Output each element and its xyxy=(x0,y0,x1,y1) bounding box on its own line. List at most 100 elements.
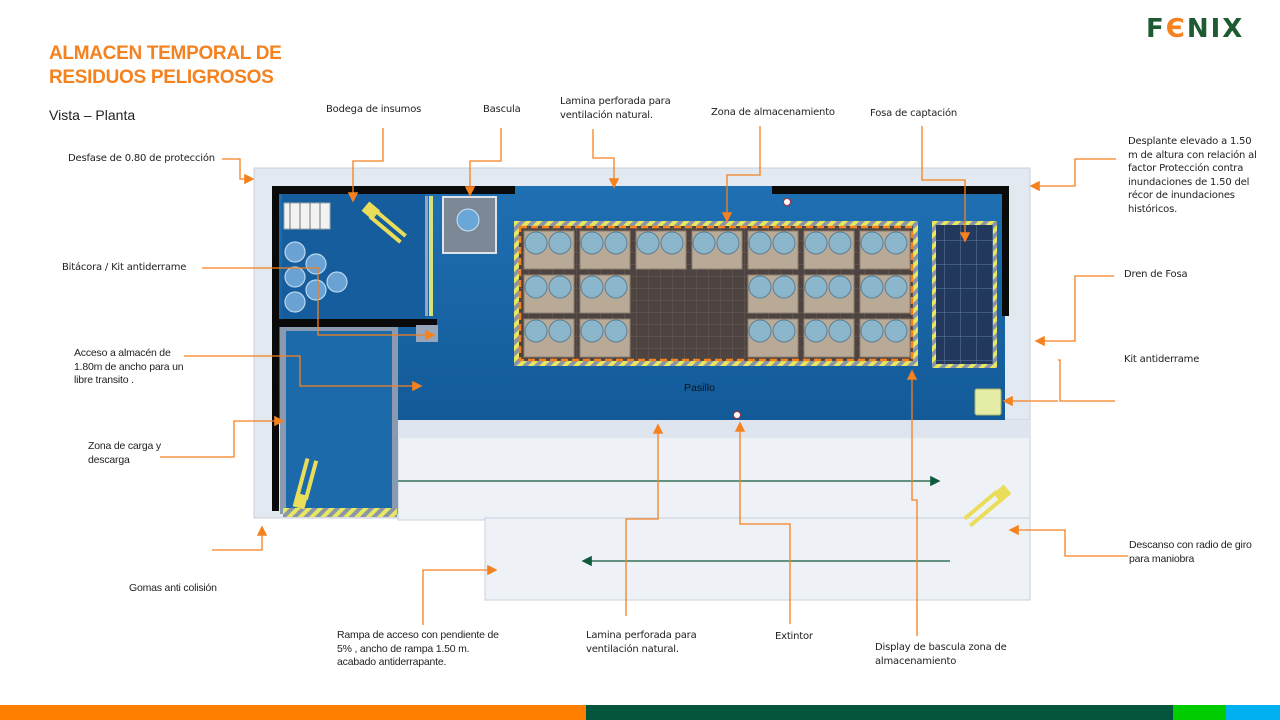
drum xyxy=(604,275,628,299)
drum xyxy=(884,275,908,299)
aisle-label: Pasillo xyxy=(684,382,715,394)
footer-bar-orange xyxy=(0,705,586,720)
footer-bar-dark-green xyxy=(586,705,1173,720)
leader-lamina-bottom xyxy=(625,423,664,616)
label-bitacora: Bitácora / Kit antiderrame xyxy=(62,262,187,273)
drum xyxy=(548,231,572,255)
label-lamina-bottom-line2: ventilación natural. xyxy=(586,643,679,655)
drum xyxy=(580,275,604,299)
drum xyxy=(772,231,796,255)
wall-left xyxy=(272,186,279,511)
drum xyxy=(748,231,772,255)
storage-dashed-outline xyxy=(518,225,914,362)
leader-descanso xyxy=(1008,524,1128,557)
label-kit-antiderrame: Kit antiderrame xyxy=(1124,354,1200,365)
drum xyxy=(828,275,852,299)
leader-desfase xyxy=(222,158,255,185)
drum xyxy=(804,231,828,255)
label-rampa-line2: 5% , ancho de rampa 1.50 m. xyxy=(337,642,470,655)
leader-desplante xyxy=(1029,158,1116,192)
label-extintor: Extintor xyxy=(775,631,813,642)
drum xyxy=(660,231,684,255)
leader-lamina-top xyxy=(592,129,620,189)
label-zona-carga-line1: Zona de carga y xyxy=(88,440,161,452)
door-box xyxy=(416,325,438,342)
fosa-grid xyxy=(936,225,993,364)
label-desplante-line4: inundaciones de 1.50 del xyxy=(1128,176,1250,188)
label-acceso: Acceso a almacén de 1.80m de ancho para … xyxy=(74,347,184,388)
label-rampa: Rampa de acceso con pendiente de 5% , an… xyxy=(337,629,499,670)
leader-extintor xyxy=(734,421,791,624)
label-acceso-line1: Acceso a almacén de xyxy=(74,347,171,359)
yellow-rail xyxy=(429,196,433,316)
label-desplante-line3: factor Protección contra xyxy=(1128,163,1244,174)
view-subtitle: Vista – Planta xyxy=(49,107,136,123)
title-line-1: ALMACEN TEMPORAL DE xyxy=(49,43,282,64)
label-descanso: Descanso con radio de giro para maniobra xyxy=(1129,539,1252,566)
page-title: ALMACEN TEMPORAL DE RESIDUOS PELIGROSOS xyxy=(49,42,282,90)
label-desplante-line2: m de altura con relación al xyxy=(1128,149,1257,161)
logo-letter-e: Є xyxy=(1165,14,1187,44)
label-display-line1: Display de bascula zona de xyxy=(875,642,1007,653)
drums-group xyxy=(284,241,348,313)
wall-divider xyxy=(425,196,428,316)
label-dren-fosa: Dren de Fosa xyxy=(1124,269,1188,280)
footer-bar-cyan xyxy=(1226,705,1280,720)
drum xyxy=(828,319,852,343)
label-desplante: Desplante elevado a 1.50 m de altura con… xyxy=(1128,135,1260,216)
drum xyxy=(884,231,908,255)
label-zona-carga: Zona de carga y descarga xyxy=(88,440,161,467)
title-line-2: RESIDUOS PELIGROSOS xyxy=(49,67,274,88)
pallet-rack xyxy=(283,202,331,230)
label-zona-almacenamiento: Zona de almacenamiento xyxy=(711,107,835,118)
leader-gomas xyxy=(212,525,268,551)
drum xyxy=(548,319,572,343)
pallet-jack-loading xyxy=(292,457,319,510)
label-descanso-line1: Descanso con radio de giro xyxy=(1129,539,1252,551)
label-acceso-line2: 1.80m de ancho para un xyxy=(74,360,184,373)
label-lamina-bottom: Lamina perforada para ventilación natura… xyxy=(586,629,697,656)
drum xyxy=(524,319,548,343)
drum xyxy=(828,231,852,255)
drum xyxy=(772,275,796,299)
extinguisher-marker xyxy=(733,411,741,419)
logo-letter-f: F xyxy=(1146,14,1166,44)
leader-zona-carga xyxy=(160,415,285,458)
label-desplante-line1: Desplante elevado a 1.50 xyxy=(1128,136,1252,147)
drum xyxy=(636,231,660,255)
leader-zona-almacenamiento xyxy=(721,126,761,223)
drum xyxy=(580,231,604,255)
label-desplante-line5: récor de inundaciones xyxy=(1128,190,1235,201)
label-fosa-captacion: Fosa de captación xyxy=(870,108,958,119)
label-zona-carga-line2: descarga xyxy=(88,453,130,466)
leader-fosa xyxy=(921,126,971,243)
wall-top-left xyxy=(272,186,515,194)
drum xyxy=(524,231,548,255)
label-desplante-line6: históricos. xyxy=(1128,203,1178,215)
leader-display xyxy=(906,369,918,636)
ventilation-strip xyxy=(398,420,1030,438)
pallet-jack-turning xyxy=(963,484,1012,528)
drum xyxy=(748,319,772,343)
drum xyxy=(548,275,572,299)
pallet-jack-bodega xyxy=(361,201,407,244)
label-lamina-top-line1: Lamina perforada para xyxy=(560,96,671,107)
drum xyxy=(692,231,716,255)
drum xyxy=(604,319,628,343)
drum xyxy=(804,275,828,299)
logo-letters-ni: NI xyxy=(1186,14,1223,44)
label-lamina-bottom-line1: Lamina perforada para xyxy=(586,630,697,641)
wall-supplies-bottom xyxy=(279,319,437,327)
drum xyxy=(748,275,772,299)
leader-bodega xyxy=(347,128,384,203)
drum xyxy=(804,319,828,343)
label-display: Display de bascula zona de almacenamient… xyxy=(875,641,1007,668)
drum xyxy=(884,319,908,343)
drum xyxy=(580,319,604,343)
label-lamina-top-line2: ventilación natural. xyxy=(560,109,653,121)
logo-letter-x: X xyxy=(1222,14,1245,44)
wall-right xyxy=(1002,186,1009,316)
callout-leaders xyxy=(160,126,1128,636)
leader-dren xyxy=(1034,275,1114,347)
drum xyxy=(860,275,884,299)
